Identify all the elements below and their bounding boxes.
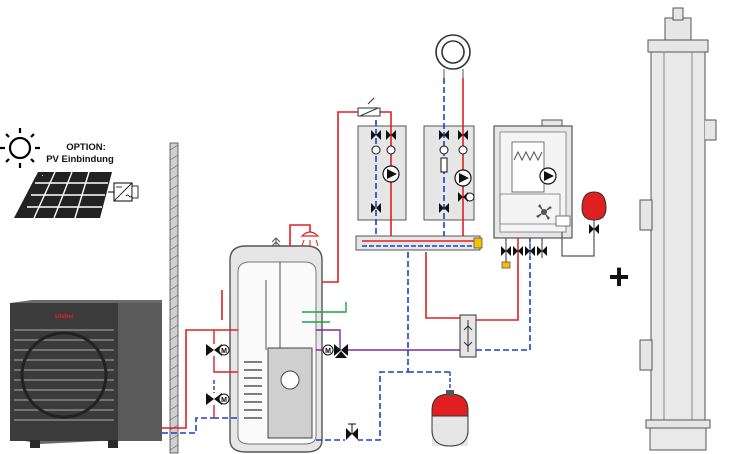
option-subtitle: PV Einbindung: [46, 154, 114, 165]
heating-circuit-1: [357, 120, 407, 236]
motor-valve-icon: M: [322, 344, 348, 358]
inverter-icon: [113, 182, 139, 202]
boiler-valves: [501, 238, 547, 269]
motor-valve-icon: M: [206, 393, 230, 405]
motor-valve-icon: M: [206, 344, 230, 356]
valve-icon: [589, 224, 599, 234]
hp-supply-pipe: [162, 329, 213, 429]
fan-icon: [536, 204, 552, 220]
plus-sign: +: [608, 256, 629, 297]
expansion-vessel-icon: [581, 191, 607, 221]
solar-panel-icon: [14, 171, 112, 219]
heat-pump-icon: [10, 300, 162, 448]
gas-boiler-icon: [493, 119, 573, 239]
hydraulic-separator-icon: [459, 314, 477, 358]
motor-valve-icon: [458, 192, 475, 202]
expansion-vessel-icon: [431, 390, 469, 447]
tank-to-distribution-supply: [322, 111, 392, 283]
mixing-valve-icon: [357, 97, 381, 117]
dhw-pipe: [289, 224, 311, 246]
shower-icon: [300, 231, 320, 247]
wall: [169, 142, 179, 454]
valve-icon: [346, 423, 358, 440]
motor-label: M: [221, 348, 227, 355]
distribution-manifold: [355, 235, 483, 251]
buffer-tank-icon: [229, 245, 323, 453]
separator-supply: [425, 252, 519, 321]
pump-icon: [539, 167, 557, 185]
heat-pump-brand: stiebel: [54, 314, 73, 320]
pump-icon: [382, 165, 400, 183]
motor-label: M: [325, 348, 331, 355]
sun-icon: [0, 128, 40, 168]
pump-icon: [454, 169, 472, 187]
motor-label: M: [221, 397, 227, 404]
chimney-icon: [639, 7, 717, 451]
vent-icon: [271, 237, 281, 247]
room-thermostat-icon: [435, 34, 471, 70]
separator-return: [476, 258, 531, 351]
heating-circuit-2: [423, 78, 475, 236]
system-return-line: [358, 252, 450, 441]
hp-return-pipe: [162, 417, 213, 434]
mix-pipe: [316, 329, 462, 351]
solar-pipe: [302, 302, 347, 323]
option-title: OPTION:: [66, 142, 106, 153]
